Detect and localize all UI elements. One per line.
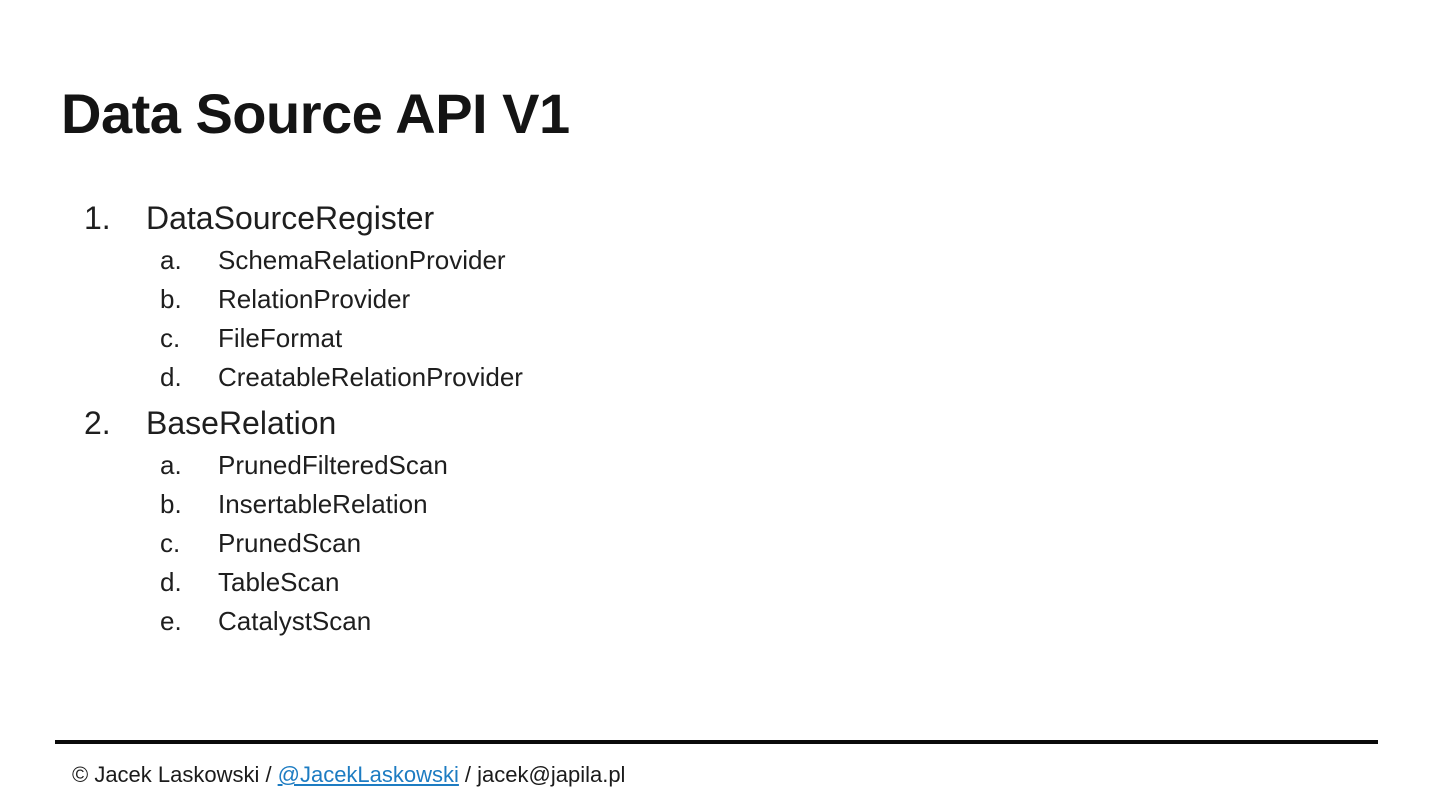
list-item-label: BaseRelation: [146, 405, 337, 441]
list-subitem-label: PrunedScan: [218, 528, 362, 558]
list-subitem-letter: a.: [160, 245, 182, 275]
list-subitem: c. FileFormat: [0, 319, 1440, 358]
list-subitem-letter: d.: [160, 567, 182, 597]
twitter-link[interactable]: @JacekLaskowski: [277, 762, 459, 787]
copyright-text: © Jacek Laskowski /: [72, 762, 272, 787]
list-subitem: c. PrunedScan: [0, 524, 1440, 563]
list-subitem-letter: b.: [160, 489, 182, 519]
list-subitem-label: SchemaRelationProvider: [218, 245, 506, 275]
list-subitem-letter: d.: [160, 362, 182, 392]
footer-copyright: © Jacek Laskowski / @JacekLaskowski / ja…: [72, 759, 625, 791]
list-subitem-letter: c.: [160, 528, 181, 558]
outline-list: 1. DataSourceRegister a. SchemaRelationP…: [0, 196, 1440, 641]
list-item: 2. BaseRelation: [0, 401, 1440, 446]
list-subitem-label: FileFormat: [218, 323, 343, 353]
list-subitem: a. PrunedFilteredScan: [0, 446, 1440, 485]
list-subitem: d. CreatableRelationProvider: [0, 358, 1440, 397]
list-subitem-label: CatalystScan: [218, 606, 372, 636]
footer-divider-line: [55, 740, 1378, 744]
list-subitem-label: InsertableRelation: [218, 489, 428, 519]
email-text: / jacek@japila.pl: [464, 762, 626, 787]
list-subitem-letter: c.: [160, 323, 181, 353]
list-subitem-letter: a.: [160, 450, 182, 480]
list-item-number: 2.: [84, 405, 111, 441]
list-item-label: DataSourceRegister: [146, 200, 435, 236]
list-subitem-label: PrunedFilteredScan: [218, 450, 448, 480]
slide-title: Data Source API V1: [61, 82, 570, 145]
list-subitem-label: CreatableRelationProvider: [218, 362, 523, 392]
list-subitem-letter: e.: [160, 606, 182, 636]
list-item: 1. DataSourceRegister: [0, 196, 1440, 241]
list-subitem: a. SchemaRelationProvider: [0, 241, 1440, 280]
list-subitem: b. InsertableRelation: [0, 485, 1440, 524]
list-subitem-label: TableScan: [218, 567, 340, 597]
list-item-number: 1.: [84, 200, 111, 236]
list-subitem: d. TableScan: [0, 563, 1440, 602]
list-subitem-label: RelationProvider: [218, 284, 411, 314]
list-subitem: b. RelationProvider: [0, 280, 1440, 319]
list-subitem: e. CatalystScan: [0, 602, 1440, 641]
list-subitem-letter: b.: [160, 284, 182, 314]
